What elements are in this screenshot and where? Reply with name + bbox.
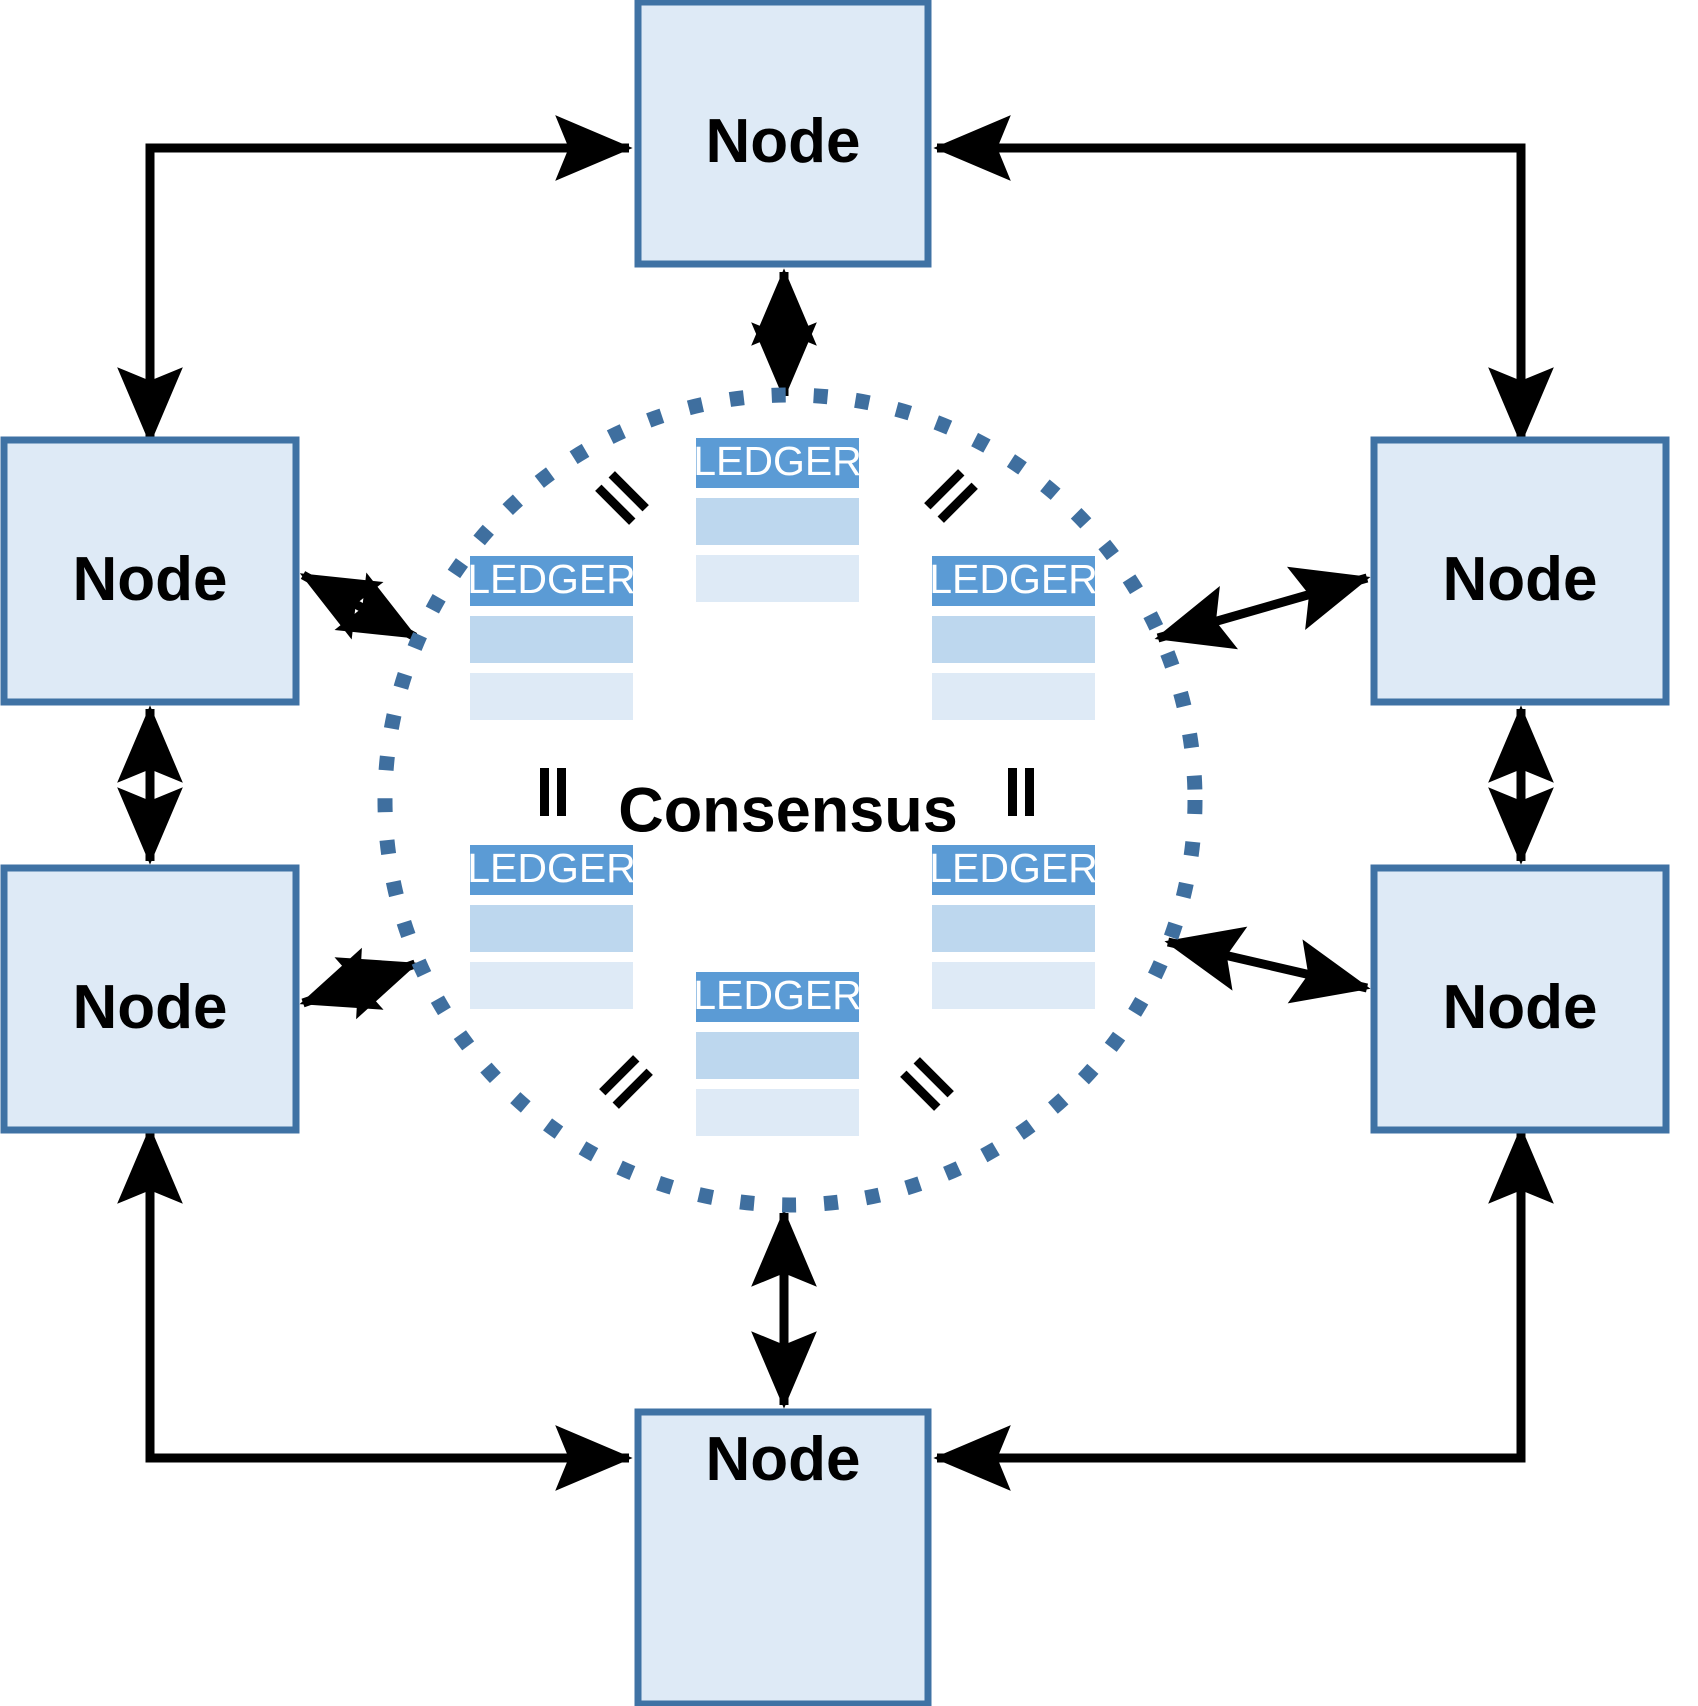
equals-mark-middle-right	[1008, 768, 1034, 816]
connector-bottom-to-right-lower	[933, 1126, 1554, 1491]
node-top[interactable]: Node	[634, 0, 932, 268]
connector-bottom-to-left-lower	[117, 1126, 633, 1491]
ledger-row-2	[932, 962, 1095, 1009]
node-left-upper[interactable]: Node	[0, 436, 300, 706]
ledger-label: LEDGER	[467, 556, 636, 602]
connector-left-upper-to-consensus	[299, 571, 419, 641]
ledger-lower-left[interactable]: LEDGER	[467, 845, 636, 1009]
node-box	[0, 864, 300, 1134]
ledger-label: LEDGER	[467, 845, 636, 891]
consensus-label: Consensus	[618, 776, 958, 846]
ledger-row-2	[932, 673, 1095, 720]
ledgers-layer: LEDGER LEDGER LEDGER LEDGER	[467, 438, 1098, 1136]
ledger-row-2	[696, 555, 859, 602]
ledger-header	[470, 845, 633, 895]
ledger-header	[932, 845, 1095, 895]
ledger-header	[696, 438, 859, 488]
ledger-row-1	[696, 498, 859, 545]
node-bottom[interactable]: Node	[634, 1408, 932, 1706]
ledger-label: LEDGER	[929, 556, 1098, 602]
ledger-upper-right[interactable]: LEDGER	[929, 556, 1098, 720]
node-label: Node	[706, 1425, 861, 1494]
node-box	[634, 1408, 932, 1706]
ledger-header	[470, 556, 633, 606]
ledger-lower-right[interactable]: LEDGER	[929, 845, 1098, 1009]
connector-left-lower-to-consensus	[299, 947, 419, 1020]
ledger-row-2	[470, 673, 633, 720]
ledger-bottom[interactable]: LEDGER	[693, 972, 862, 1136]
node-right-lower[interactable]: Node	[1370, 864, 1670, 1134]
node-label: Node	[73, 973, 228, 1042]
node-right-upper[interactable]: Node	[1370, 436, 1670, 706]
connectors-layer	[117, 115, 1554, 1491]
equals-mark-top-left	[595, 471, 649, 525]
node-box	[1370, 436, 1670, 706]
ledger-label: LEDGER	[693, 438, 862, 484]
equals-mark-bottom-right	[900, 1057, 954, 1111]
ledger-top[interactable]: LEDGER	[693, 438, 862, 602]
equals-mark-middle-left	[540, 768, 566, 816]
equals-marks-layer	[540, 469, 1034, 1111]
consensus-circle	[377, 387, 1203, 1213]
ledger-row-1	[932, 616, 1095, 663]
ledger-row-1	[470, 905, 633, 952]
connector-right-lower-to-consensus	[1164, 926, 1371, 1004]
ledger-row-1	[470, 616, 633, 663]
node-box	[0, 436, 300, 706]
ledger-row-2	[696, 1089, 859, 1136]
equals-mark-bottom-left	[599, 1055, 653, 1109]
ledger-row-1	[696, 1032, 859, 1079]
node-label: Node	[73, 545, 228, 614]
connector-right-upper-to-consensus	[1154, 566, 1371, 650]
node-label: Node	[706, 107, 861, 176]
connector-top-to-left-upper	[117, 115, 633, 445]
ledger-label: LEDGER	[693, 972, 862, 1018]
equals-mark-top-right	[924, 469, 978, 523]
ledger-row-1	[932, 905, 1095, 952]
connector-top-to-right-upper	[933, 115, 1554, 445]
ledger-row-2	[470, 962, 633, 1009]
node-box	[634, 0, 932, 268]
node-left-lower[interactable]: Node	[0, 864, 300, 1134]
node-label: Node	[1443, 545, 1598, 614]
ledger-header	[932, 556, 1095, 606]
ledger-header	[696, 972, 859, 1022]
node-label: Node	[1443, 973, 1598, 1042]
node-box	[1370, 864, 1670, 1134]
ledger-label: LEDGER	[929, 845, 1098, 891]
ledger-upper-left[interactable]: LEDGER	[467, 556, 636, 720]
